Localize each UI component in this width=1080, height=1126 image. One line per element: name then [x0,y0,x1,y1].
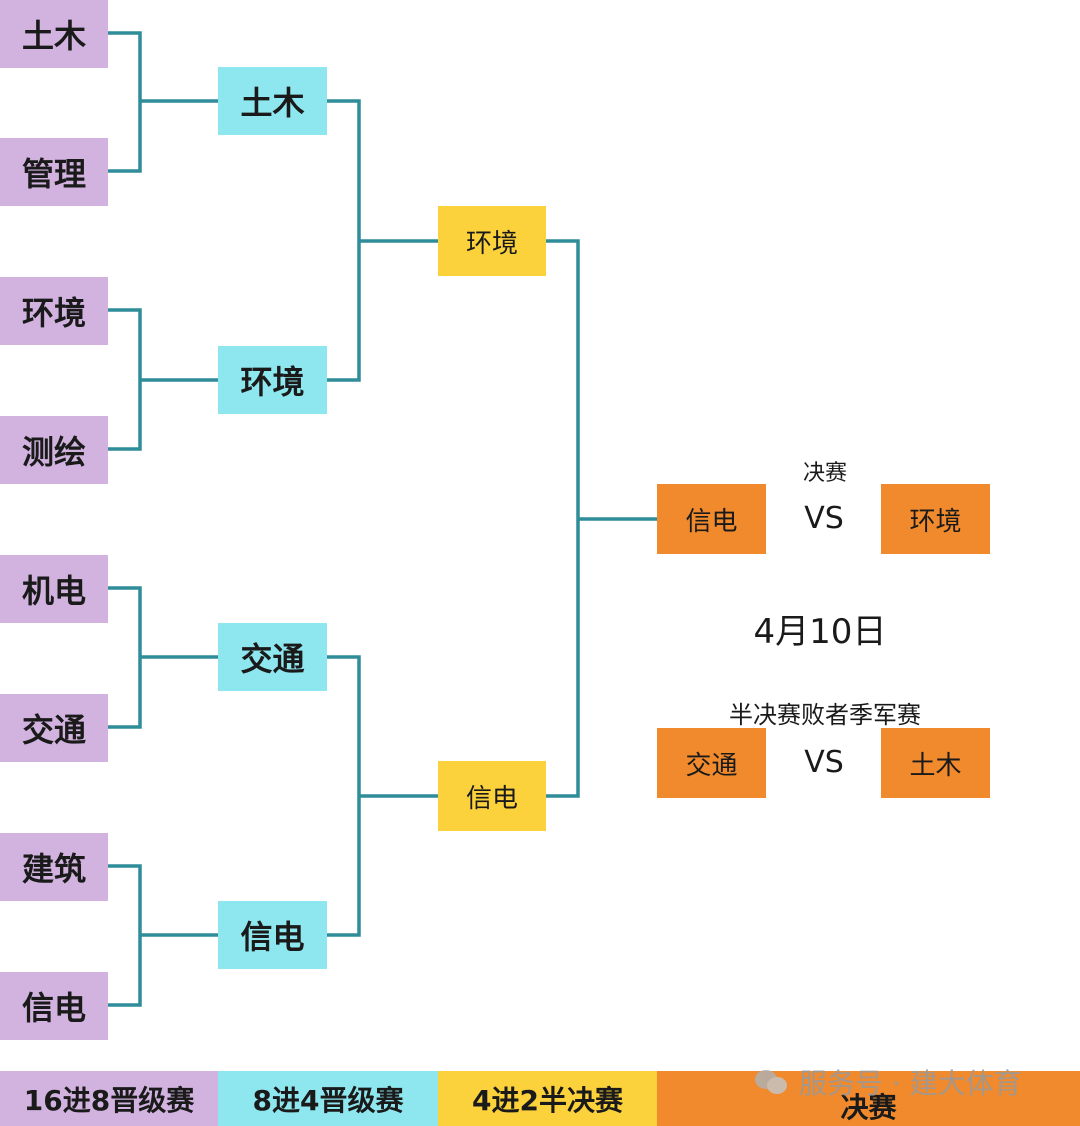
final-left-team: 信电 [657,484,766,554]
r16-team-7: 建筑 [0,833,108,901]
r8-team-1: 土木 [218,67,327,135]
r16-team-3: 环境 [0,277,108,345]
r16-team-4: 测绘 [0,416,108,484]
r8-team-4: 信电 [218,901,327,969]
r8-team-2: 环境 [218,346,327,414]
connector-r8-1 [327,99,361,382]
final-right-team: 环境 [881,484,990,554]
r16-team-6: 交通 [0,694,108,762]
legend-final: 决赛 [657,1071,1080,1126]
connector-r16-1 [108,31,142,173]
connector-r8-2 [327,655,361,937]
r16-team-8: 信电 [0,972,108,1040]
third-place-title: 半决赛败者季军赛 [729,701,921,729]
r16-team-2: 管理 [0,138,108,206]
connector-sf [546,239,580,798]
final-vs: VS [804,501,844,536]
third-place-left-team: 交通 [657,728,766,798]
semifinal-team-1: 环境 [438,206,546,276]
r8-team-3: 交通 [218,623,327,691]
third-place-vs: VS [804,745,844,780]
r16-team-5: 机电 [0,555,108,623]
legend-semifinal: 4进2半决赛 [438,1071,657,1126]
legend-round16: 16进8晋级赛 [0,1071,218,1126]
final-title: 决赛 [802,461,847,486]
wechat-icon [755,1068,789,1096]
watermark: 服务号 · 建大体育 [755,1062,1022,1102]
connector-r16-4 [108,864,142,1007]
third-place-right-team: 土木 [881,728,990,798]
semifinal-team-2: 信电 [438,761,546,831]
r16-team-1: 土木 [0,0,108,68]
watermark-text: 服务号 · 建大体育 [799,1067,1022,1100]
connector-r16-2 [108,308,142,451]
final-date: 4月10日 [753,612,887,652]
legend-round8: 8进4晋级赛 [218,1071,438,1126]
connector-r16-3 [108,586,142,729]
